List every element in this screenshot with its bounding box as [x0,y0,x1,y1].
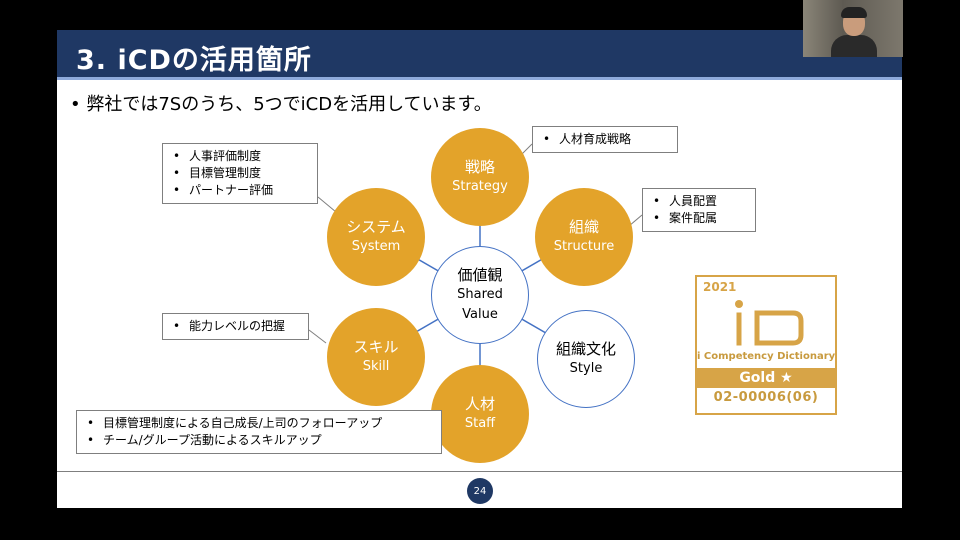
circle-style-jp: 組織文化 [555,340,616,358]
slide-title: 3. iCDの活用箇所 [76,45,312,76]
circle-shared-value: 価値観 Shared Value [431,246,529,344]
circle-style: 組織文化 Style [537,310,635,408]
circle-strategy: 戦略 Strategy [431,128,529,226]
webcam-thumbnail[interactable] [803,0,903,57]
circle-skill: スキル Skill [327,308,425,406]
circle-staff-jp: 人材 [464,395,495,413]
circle-structure: 組織 Structure [535,188,633,286]
circle-staff: 人材 Staff [431,365,529,463]
circle-structure-jp: 組織 [568,218,599,236]
badge-year: 2021 [703,280,737,294]
badge-grade: Gold ★ [697,368,835,388]
circle-strategy-en: Strategy [452,179,508,194]
callout-strategy-item: 人材育成戦略 [541,131,669,148]
badge-dictionary: i Competency Dictionary [697,351,836,362]
title-stripe [57,77,902,80]
circle-shared-en1: Shared [457,287,503,302]
callout-structure-item: 案件配属 [651,210,747,227]
callout-system-item: 人事評価制度 [171,148,309,165]
callout-staff-item: 目標管理制度による自己成長/上司のフォローアップ [85,415,433,432]
callout-staff-item: チーム/グループ活動によるスキルアップ [85,432,433,449]
circle-staff-en: Staff [464,416,496,431]
webcam-person-hair [841,7,867,18]
badge-code: 02-00006(06) [713,390,819,405]
callout-structure-item: 人員配置 [651,193,747,210]
icd-logo-icon [735,300,804,346]
footer-divider [57,471,902,472]
circle-system: システム System [327,188,425,286]
circle-system-en: System [351,239,401,254]
callout-strategy: 人材育成戦略 [532,126,678,153]
circle-strategy-jp: 戦略 [464,158,495,176]
callout-skill-item: 能力レベルの把握 [171,318,300,335]
callout-system-item: パートナー評価 [171,182,309,199]
circle-structure-en: Structure [553,239,615,254]
callout-skill: 能力レベルの把握 [162,313,309,340]
circle-shared-en2: Value [462,307,498,322]
circle-style-en: Style [569,361,603,376]
icd-badge: 2021 i Competency Dictionary Gold ★ 02-0… [695,275,837,415]
slide: 3. iCDの活用箇所 • 弊社では7Sのうち、5つでiCDを活用しています。 [57,30,902,508]
seven-s-diagram: 戦略 Strategy 組織 Structure 組織文化 Style 人材 S… [57,30,902,508]
title-bar: 3. iCDの活用箇所 [57,30,902,80]
circle-shared-jp: 価値観 [457,266,503,284]
callout-pointer-skill [308,329,327,344]
circle-system-jp: システム [346,218,406,236]
callout-system: 人事評価制度 目標管理制度 パートナー評価 [162,143,318,204]
callout-pointer-system [317,196,337,213]
circle-skill-jp: スキル [353,338,399,356]
main-bullet: • 弊社では7Sのうち、5つでiCDを活用しています。 [70,94,492,115]
callout-staff: 目標管理制度による自己成長/上司のフォローアップ チーム/グループ活動によるスキ… [76,410,442,454]
webcam-person-body [831,35,877,57]
callout-structure: 人員配置 案件配属 [642,188,756,232]
circle-skill-en: Skill [362,359,390,374]
page-number: 24 [467,478,493,504]
callout-system-item: 目標管理制度 [171,165,309,182]
